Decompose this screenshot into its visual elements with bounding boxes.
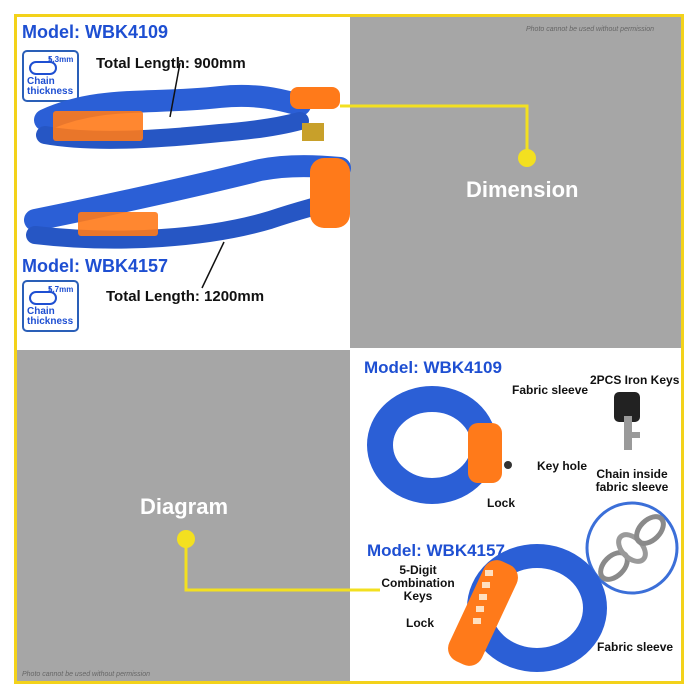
total-length-1200: Total Length: 1200mm xyxy=(106,288,265,305)
permission-note-top: Photo cannot be used without permission xyxy=(526,26,655,33)
cable-lock-wbk4157-photo xyxy=(24,155,351,289)
combination-keys-label: 5-Digit Combination Keys xyxy=(381,563,455,603)
lock-label-a: Lock xyxy=(487,496,516,510)
chain-thickness-label: Chain thickness xyxy=(27,306,74,327)
iron-keys-icon xyxy=(614,392,640,450)
fabric-sleeve-label-b: Fabric sleeve xyxy=(597,640,674,654)
key-hole-label: Key hole xyxy=(537,459,588,473)
model-label-wbk4157-diagram: Model: WBK4157 xyxy=(367,541,505,560)
dimension-panel-bg xyxy=(350,17,681,348)
model-label-wbk4109-top: Model: WBK4109 xyxy=(22,22,169,42)
chain-link-icon xyxy=(29,57,57,75)
diagram-panel-bg xyxy=(17,350,350,681)
coiled-lock-wbk4109 xyxy=(367,386,512,504)
fabric-sleeve-label-a: Fabric sleeve xyxy=(512,383,589,397)
dimension-heading: Dimension xyxy=(466,177,579,202)
lock-label-b: Lock xyxy=(406,616,435,630)
permission-note-bottom: Photo cannot be used without permission xyxy=(22,671,151,678)
chain-thickness-label: Chain thickness xyxy=(27,76,74,97)
coiled-lock-wbk4157 xyxy=(448,544,607,672)
chain-thickness-badge-1: 5.3mm Chain thickness xyxy=(22,50,79,102)
chain-link-icon xyxy=(29,287,57,305)
chain-thickness-badge-2: 5.7mm Chain thickness xyxy=(22,280,79,332)
model-label-wbk4109-diagram: Model: WBK4109 xyxy=(364,358,502,377)
chain-inside-label: Chain inside fabric sleeve xyxy=(595,467,669,494)
image-frame xyxy=(14,14,684,684)
total-length-900: Total Length: 900mm xyxy=(96,55,246,72)
model-label-wbk4157-top: Model: WBK4157 xyxy=(22,256,169,276)
diagram-heading: Diagram xyxy=(140,494,229,519)
cable-lock-wbk4109-photo xyxy=(34,62,340,149)
iron-keys-label: 2PCS Iron Keys xyxy=(590,373,680,387)
chain-closeup-icon xyxy=(585,501,679,595)
